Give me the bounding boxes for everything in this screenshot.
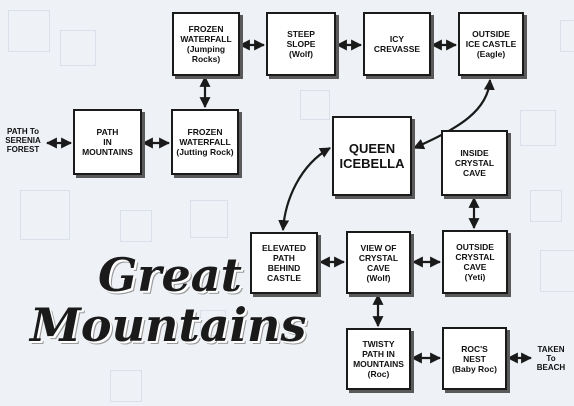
node-view-of-crystal-cave[interactable]: VIEW OF CRYSTAL CAVE (Wolf) [346,231,411,294]
node-name: ELEVATED PATH BEHIND CASTLE [261,243,307,283]
node-occupant: (Yeti) [464,272,486,282]
serenia-forest-exit-label: PATH To SERENIA FOREST [5,127,41,154]
background-square [60,30,96,66]
node-rocs-nest[interactable]: ROC'S NEST (Baby Roc) [442,327,507,390]
node-name: VIEW OF CRYSTAL CAVE [358,242,399,273]
connector-queen-elevated [278,147,331,232]
node-name: STEEP SLOPE [286,29,316,49]
node-occupant: (Jutting Rock) [176,147,234,157]
map-title-line2: Mountains [30,298,307,352]
beach-exit-label: TAKEN To BEACH [536,345,566,372]
map-title-line1: Great [98,248,242,302]
background-square [110,370,142,402]
node-name: FROZEN WATERFALL [179,127,231,147]
node-occupant: (Jumping Rocks) [186,44,226,64]
background-square [300,90,330,120]
background-square [20,190,70,240]
node-name: ICY CREVASSE [373,34,421,54]
background-square [530,190,562,222]
node-name: TWISTY PATH IN MOUNTAINS [353,339,404,369]
node-name: ROC'S NEST [461,343,488,364]
node-name: QUEEN ICEBELLA [339,141,405,171]
node-icy-crevasse[interactable]: ICY CREVASSE [363,12,431,76]
node-twisty-path-in-mountains[interactable]: TWISTY PATH IN MOUNTAINS (Roc) [346,328,411,390]
node-outside-ice-castle[interactable]: OUTSIDE ICE CASTLE (Eagle) [458,12,524,76]
node-name: FROZEN WATERFALL [180,24,232,44]
node-steep-slope[interactable]: STEEP SLOPE (Wolf) [266,12,336,76]
node-name: OUTSIDE ICE CASTLE [465,29,517,49]
background-square [560,20,574,52]
node-occupant: (Roc) [367,369,390,379]
node-occupant: (Wolf) [366,272,391,283]
map-title: Great Mountains [30,250,320,350]
node-path-in-mountains[interactable]: PATH IN MOUNTAINS [73,109,142,175]
background-square [200,310,226,336]
node-occupant: (Wolf) [289,49,313,59]
node-occupant: (Baby Roc) [452,363,497,374]
node-outside-crystal-cave[interactable]: OUTSIDE CRYSTAL CAVE (Yeti) [442,230,508,294]
node-name: INSIDE CRYSTAL CAVE [454,148,495,178]
node-occupant: (Eagle) [476,49,506,59]
background-square [540,250,574,292]
background-square [520,110,556,146]
node-name: PATH IN MOUNTAINS [82,127,133,157]
node-frozen-waterfall-jumping-rocks[interactable]: FROZEN WATERFALL (Jumping Rocks) [172,12,240,76]
background-square [190,200,228,238]
background-square [120,210,152,242]
connector-outsidecastle-queen [412,78,495,150]
node-frozen-waterfall-jutting-rock[interactable]: FROZEN WATERFALL (Jutting Rock) [171,109,239,175]
node-elevated-path-behind-castle[interactable]: ELEVATED PATH BEHIND CASTLE [250,232,318,294]
background-square [8,10,50,52]
node-queen-icebella[interactable]: QUEEN ICEBELLA [332,116,412,196]
node-name: OUTSIDE CRYSTAL CAVE [455,242,495,272]
node-inside-crystal-cave[interactable]: INSIDE CRYSTAL CAVE [441,130,508,196]
